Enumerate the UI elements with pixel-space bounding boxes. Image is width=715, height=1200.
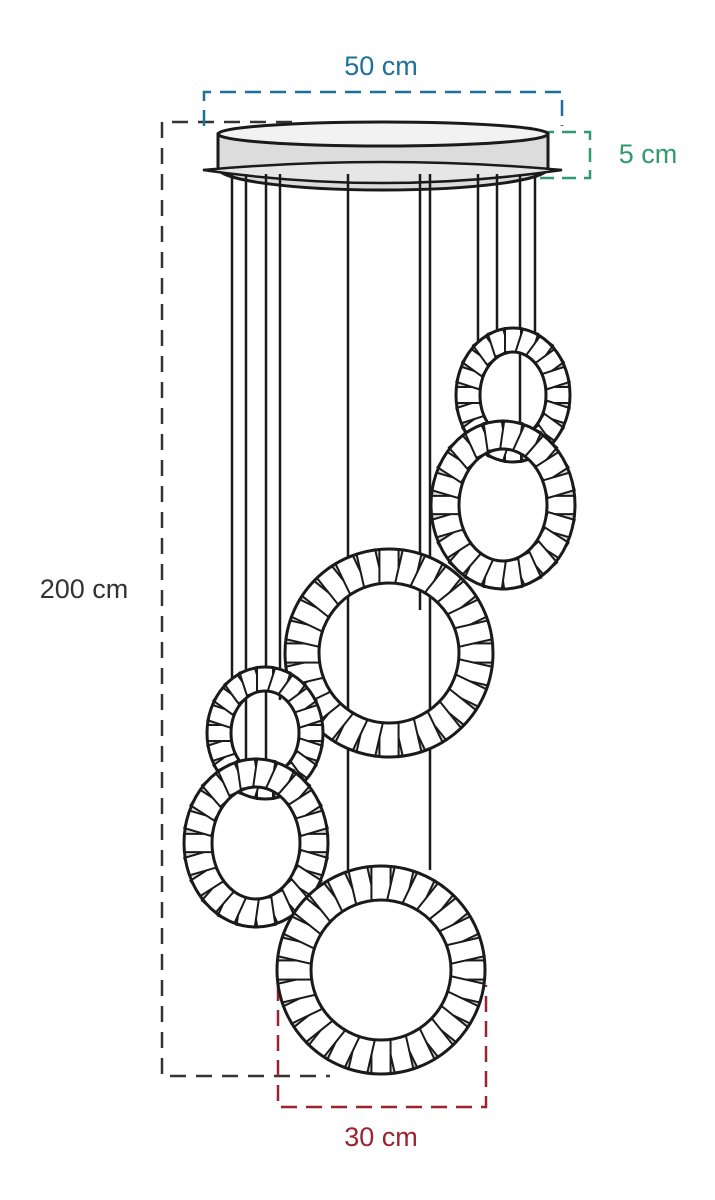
depth-bracket [540,130,592,180]
ring-inner-edge [457,447,549,563]
ring-diameter-dimension: 30 cm [276,985,488,1152]
height-bracket [160,120,330,1078]
suspension-wires [230,174,537,870]
height-label: 200 cm [40,574,129,604]
crystal-segment [546,494,576,516]
width-dimension: 50 cm [202,51,564,126]
crystal-ring [275,864,487,1076]
crystal-segment [430,494,460,516]
ring-diameter-label: 30 cm [344,1122,418,1152]
ring-outer-edge [283,547,495,759]
ring-outer-edge [429,419,577,591]
depth-dimension: 5 cm [540,130,678,180]
ring-inner-edge [309,898,453,1042]
ring-inner-edge [317,581,461,725]
ring-inner-edge [210,785,302,901]
height-dimension: 200 cm [40,120,330,1078]
canopy-bottom-rim [202,160,563,185]
ring-outer-edge [275,864,487,1076]
ring-outer-edge [454,326,572,464]
ring-outer-edge [182,757,330,929]
depth-label: 5 cm [619,139,678,169]
ring-outer-edge [205,665,325,801]
crystal-ring [429,419,577,591]
crystal-rings [182,326,577,1076]
crystal-ring [182,757,330,929]
width-label: 50 cm [344,51,418,81]
canopy-top [216,120,550,148]
crystal-segment [299,832,329,854]
crystal-segment [183,832,213,854]
crystal-ring [283,547,495,759]
ceiling-canopy [202,120,563,192]
ring-diameter-bracket [276,985,488,1109]
width-bracket [202,90,564,126]
